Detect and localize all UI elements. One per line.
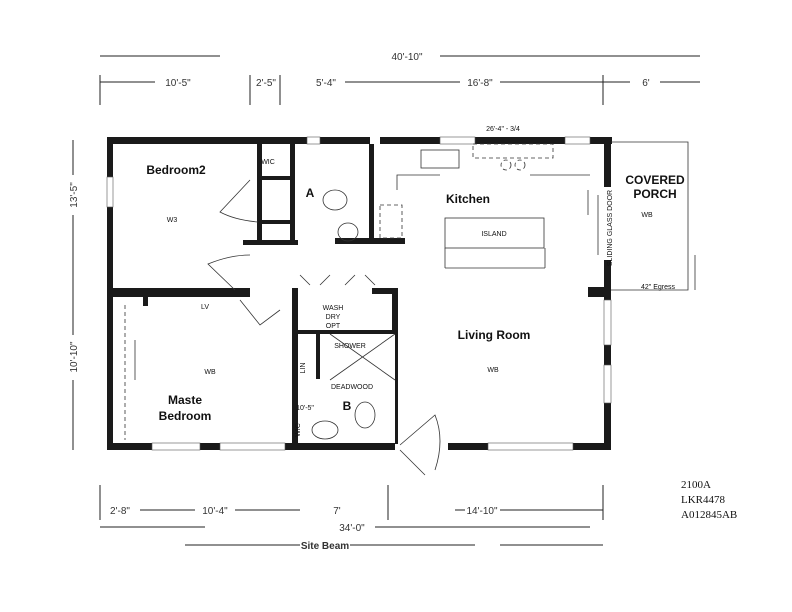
site-beam-label: Site Beam — [301, 541, 349, 552]
dim-kitchen-wall: 26'-4" - 3/4 — [486, 126, 520, 133]
wash-label-1: WASH — [323, 305, 344, 312]
dim-left-lower: 10'-10" — [69, 341, 80, 372]
master-wb: WB — [204, 369, 216, 376]
dim-top-3: 5'-4" — [316, 78, 336, 89]
dim-top-1: 10'-5" — [165, 78, 191, 89]
fixtures — [124, 141, 696, 476]
lin-label: LIN — [300, 363, 307, 374]
dimension-lines — [72, 55, 700, 546]
deadwood-label: DEADWOOD — [331, 384, 373, 391]
master-lv: LV — [201, 304, 209, 311]
bath-a-label: A — [306, 186, 315, 200]
dimension-labels: 40'-10" 10'-5" 2'-5" 5'-4" 16'-8" 6' 26'… — [69, 52, 650, 552]
master-label-2: Bedroom — [159, 409, 212, 423]
bedroom2-closet: W3 — [167, 217, 178, 224]
wash-label-3: OPT — [326, 323, 341, 330]
dim-top-2: 2'-5" — [256, 78, 276, 89]
porch-label-1: COVERED — [625, 173, 685, 187]
room-living: Living Room — [458, 328, 531, 342]
walls — [107, 137, 612, 450]
dim-overall-bottom: 34'-0" — [339, 523, 365, 534]
egress-label: 42" Egress — [641, 284, 676, 291]
living-wb: WB — [487, 367, 499, 374]
dim-bottom-3: 7' — [333, 506, 341, 517]
wic-label: WIC — [261, 159, 275, 166]
windows — [106, 136, 612, 451]
dim-overall-top: 40'-10" — [391, 52, 422, 63]
dim-top-4: 16'-8" — [467, 78, 493, 89]
wic2-label: WIC — [295, 423, 302, 437]
porch-label-2: PORCH — [633, 187, 676, 201]
dim-bottom-2: 10'-4" — [202, 506, 228, 517]
plan-codes: 2100A LKR4478 A012845AB — [681, 479, 737, 521]
dim-bottom-1: 2'-8" — [110, 506, 130, 517]
sliding-door-label: SLIDING GLASS DOOR — [607, 190, 614, 266]
dim-bath-b: 10'-5" — [296, 405, 314, 412]
master-label-1: Maste — [168, 393, 202, 407]
island-label: ISLAND — [481, 231, 506, 238]
code-3: A012845AB — [681, 509, 737, 521]
wash-label-2: DRY — [326, 314, 341, 321]
code-2: LKR4478 — [681, 494, 726, 506]
code-1: 2100A — [681, 479, 711, 491]
room-kitchen: Kitchen — [446, 192, 490, 206]
porch-wb: WB — [641, 212, 653, 219]
room-labels: Bedroom2 W3 WIC A Kitchen ISLAND COVERED… — [146, 159, 685, 437]
bath-b-label: B — [343, 399, 352, 413]
dim-top-5: 6' — [642, 78, 650, 89]
shower-label: SHOWER — [334, 343, 366, 350]
dim-bottom-4: 14'-10" — [466, 506, 497, 517]
dim-left-upper: 13'-5" — [69, 182, 80, 208]
room-bedroom2: Bedroom2 — [146, 163, 206, 177]
